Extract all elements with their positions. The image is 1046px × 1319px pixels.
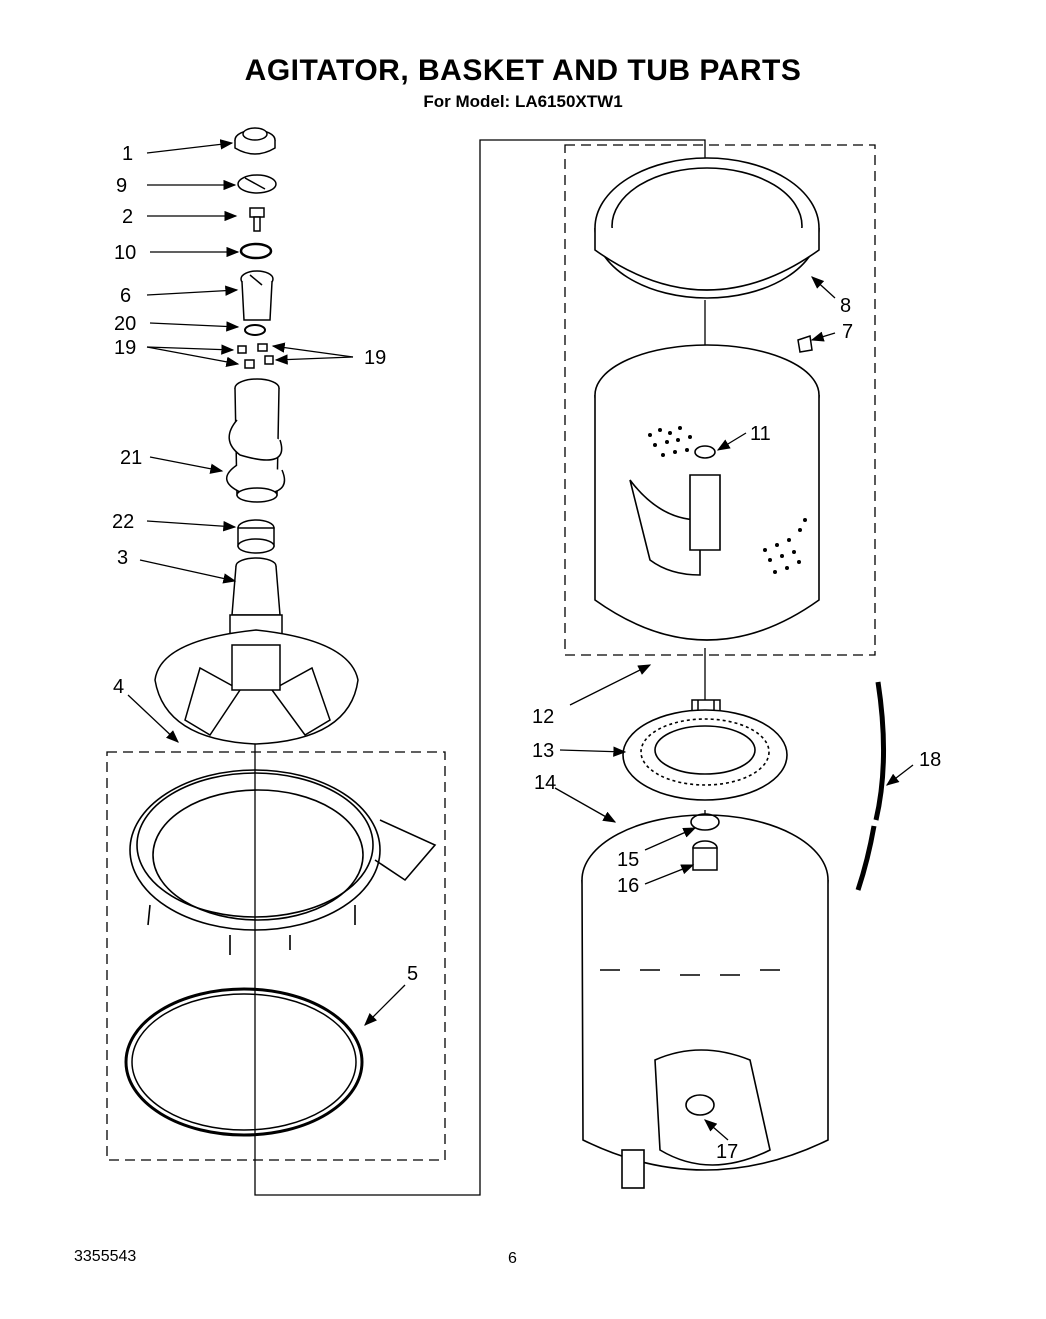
seal-ring-part bbox=[124, 987, 364, 1137]
callout-3: 3 bbox=[117, 547, 128, 569]
callout-17: 17 bbox=[716, 1141, 738, 1163]
basket-assembly-box bbox=[564, 144, 876, 656]
callout-12: 12 bbox=[532, 706, 554, 728]
washer-part bbox=[239, 242, 273, 260]
callout-22: 22 bbox=[112, 511, 134, 533]
page-title: AGITATOR, BASKET AND TUB PARTS bbox=[244, 54, 802, 87]
callout-5: 5 bbox=[407, 963, 418, 985]
callout-14: 14 bbox=[534, 772, 556, 794]
callout-6: 6 bbox=[120, 285, 131, 307]
callout-1: 1 bbox=[122, 143, 133, 165]
callout-9: 9 bbox=[116, 175, 127, 197]
callout-13: 13 bbox=[532, 740, 554, 762]
callout-15: 15 bbox=[617, 849, 639, 871]
agitator-barrel-part bbox=[226, 378, 286, 503]
callout-10: 10 bbox=[114, 242, 136, 264]
page-number: 6 bbox=[508, 1250, 517, 1267]
cam-plate-part bbox=[237, 174, 277, 194]
tub-part bbox=[581, 814, 829, 1189]
agitator-cap-part bbox=[234, 127, 276, 155]
o-ring-part bbox=[244, 324, 266, 336]
callout-19-left: 19 bbox=[114, 337, 136, 359]
seal-part bbox=[692, 840, 718, 871]
clip-part bbox=[797, 335, 813, 353]
spin-basket-part bbox=[594, 344, 820, 641]
callout-labels: 1 9 2 10 6 20 19 19 21 22 3 4 5 8 7 11 1… bbox=[112, 143, 941, 1163]
callout-21: 21 bbox=[120, 447, 142, 469]
document-number: 3355543 bbox=[74, 1248, 137, 1265]
drive-block-ring-part bbox=[129, 769, 437, 955]
leader-arrows bbox=[127, 139, 914, 1141]
callout-11: 11 bbox=[750, 423, 771, 445]
drive-block-assembly-box bbox=[106, 751, 446, 1161]
bolt-part bbox=[249, 207, 265, 232]
callout-4: 4 bbox=[113, 676, 124, 698]
model-subtitle: For Model: LA6150XTW1 bbox=[423, 92, 623, 111]
hose-part bbox=[855, 681, 886, 891]
callout-2: 2 bbox=[122, 206, 133, 228]
agitator-base-part bbox=[154, 557, 359, 745]
callout-20: 20 bbox=[114, 313, 136, 335]
snap-ring-part bbox=[690, 813, 720, 831]
callout-7: 7 bbox=[842, 321, 853, 343]
brake-shield-part bbox=[622, 709, 788, 801]
callout-16: 16 bbox=[617, 875, 639, 897]
dogs-parts bbox=[237, 343, 274, 369]
basket-perforations bbox=[648, 426, 807, 574]
callout-18: 18 bbox=[919, 749, 941, 771]
callout-8: 8 bbox=[840, 295, 851, 317]
balance-ring-part bbox=[594, 157, 820, 299]
ratchet-bearing-part bbox=[237, 519, 275, 554]
agitator-insert-part bbox=[240, 270, 274, 321]
callout-19-right: 19 bbox=[364, 347, 386, 369]
